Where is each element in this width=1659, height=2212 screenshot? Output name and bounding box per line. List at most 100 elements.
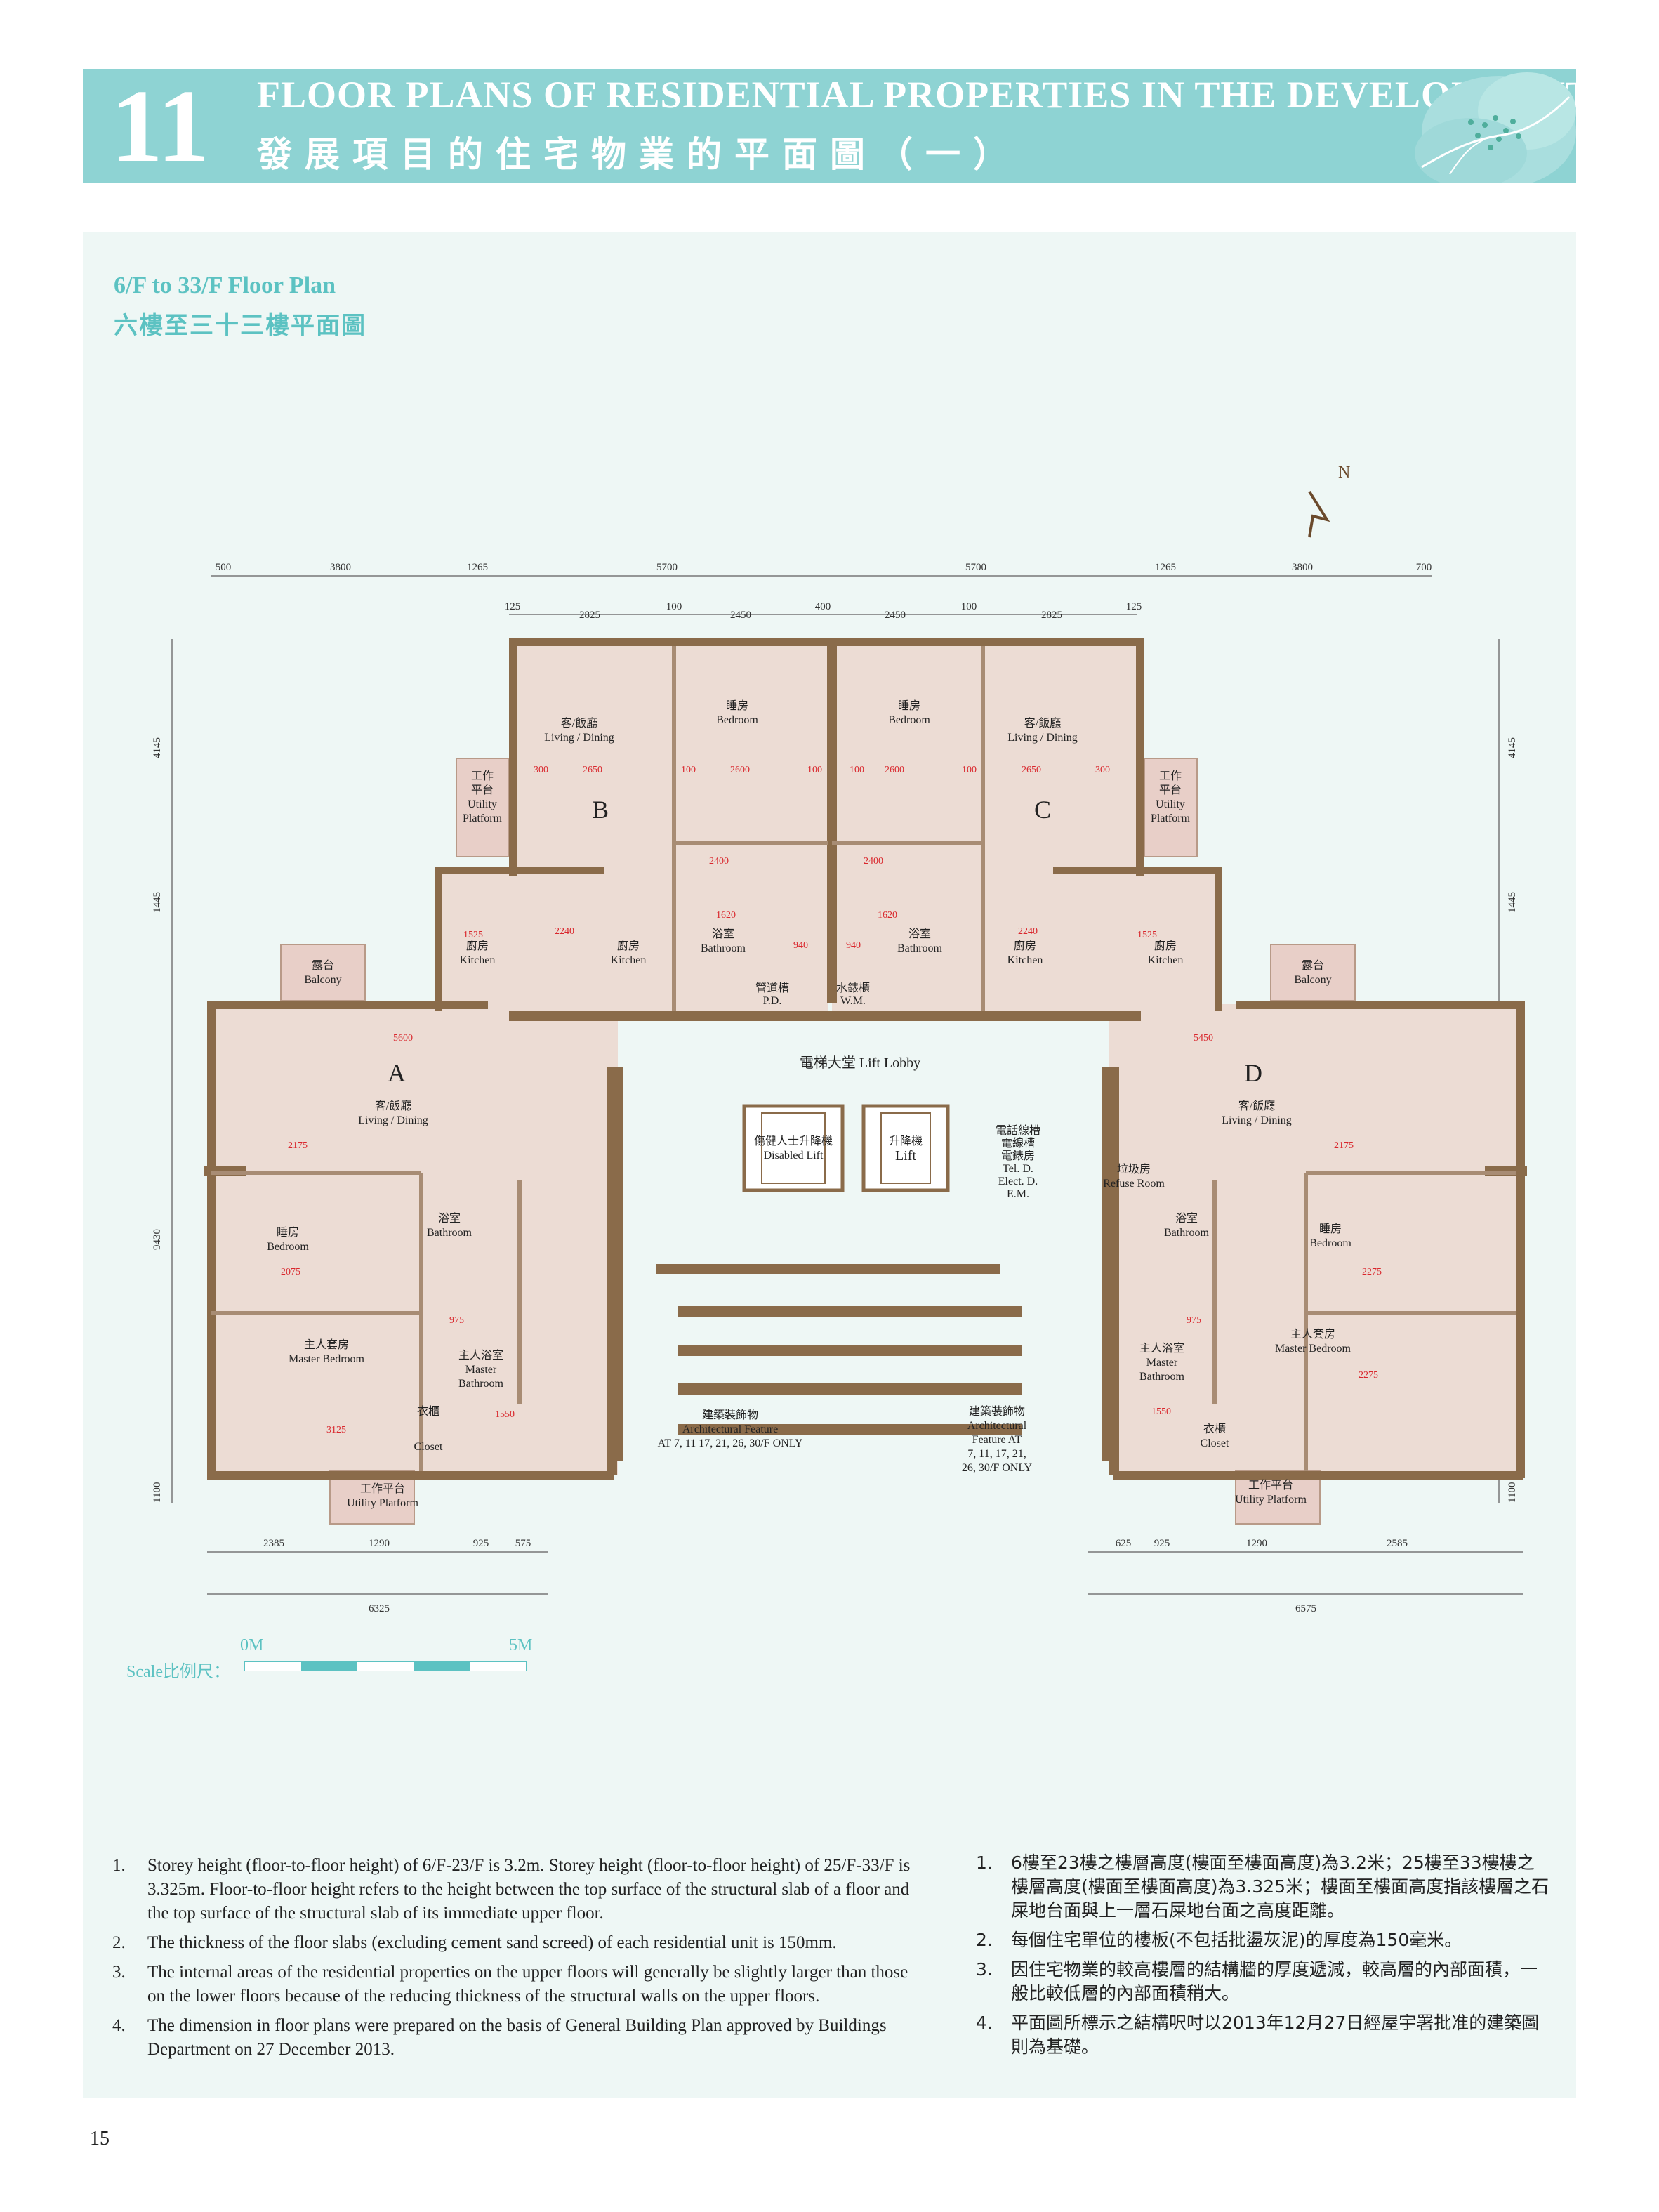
svg-text:940: 940 [846,940,861,951]
room-c-bedroom-zh: 睡房 [898,699,920,712]
disabled-lift-zh: 傷健人士升降機 [754,1135,833,1147]
dim-bottom-right-3: 1290 [1246,1538,1267,1549]
arch-feature-right-zh: 建築裝飾物 [969,1405,1025,1418]
room-a-living-zh: 客/飯廳 [375,1099,411,1112]
dim-top-6: 1265 [1155,562,1176,573]
dim-top-inner-2: 2825 [579,610,600,621]
dim-bottom-left-2: 1290 [369,1538,390,1549]
room-c-utility-en1: Utility [1156,798,1185,810]
room-d-closet-en: Closet [1201,1437,1229,1449]
room-b-bedroom-en: Bedroom [716,714,758,726]
dim-top-3: 1265 [467,562,488,573]
room-a-living-en: Living / Dining [358,1114,428,1126]
dim-top-inner-1: 125 [505,601,521,612]
room-d-living-zh: 客/飯廳 [1238,1099,1275,1112]
room-d-master-en: Master Bedroom [1275,1343,1351,1355]
dim-bottom-right-4: 2585 [1387,1538,1408,1549]
svg-text:975: 975 [449,1315,464,1326]
room-a-utility-zh: 工作平台 [360,1482,405,1495]
dim-top-2: 3800 [330,562,351,573]
room-b-living-en: Living / Dining [544,732,614,744]
room-d-balcony-zh: 露台 [1302,959,1324,972]
room-b-utility-en1: Utility [468,798,497,810]
room-c-bath-en: Bathroom [897,942,943,954]
section-banner: 11 FLOOR PLANS OF RESIDENTIAL PROPERTIES… [83,69,1576,183]
dim-top-7: 3800 [1292,562,1313,573]
room-d-bedroom-zh: 睡房 [1319,1223,1342,1235]
room-d-utility-zh: 工作平台 [1248,1479,1293,1492]
room-d-living-en: Living / Dining [1222,1114,1292,1126]
room-a-bedroom-en: Bedroom [267,1241,309,1253]
svg-text:1525: 1525 [1137,930,1157,940]
svg-text:5450: 5450 [1194,1033,1213,1044]
svg-text:2600: 2600 [885,765,904,775]
notes-zh: 1.6樓至23樓之樓層高度(樓面至樓面高度)為3.2米；25樓至33樓樓之樓層高… [976,1851,1552,2065]
note-en-1: 1.Storey height (floor-to-floor height) … [112,1856,911,1923]
room-a-bath-zh: 浴室 [438,1212,461,1225]
dim-bottom-right-2: 925 [1154,1538,1170,1549]
notes-en: 1.Storey height (floor-to-floor height) … [112,1854,920,2067]
scale-label: Scale比例尺： [126,1663,230,1681]
room-c-kitchen-en: Kitchen [1007,954,1043,966]
room-a-balcony-zh: 露台 [312,959,334,972]
arch-feature-right-en3: 7, 11, 17, 21, [967,1448,1026,1460]
dim-top-4: 5700 [656,562,678,573]
svg-text:2075: 2075 [281,1267,300,1277]
tel-duct-en2: Elect. D. [998,1176,1038,1187]
room-a-mbath-en2: Bathroom [458,1378,504,1390]
svg-text:940: 940 [793,940,808,951]
svg-text:100: 100 [681,765,696,775]
svg-text:1620: 1620 [878,910,897,921]
svg-text:2400: 2400 [709,856,729,867]
room-a-closet-en: Closet [414,1441,443,1453]
pipe-duct-zh: 管道槽 [755,982,789,994]
dim-bottom-left-1: 2385 [263,1538,284,1549]
tel-duct-en3: E.M. [1007,1188,1029,1200]
pipe-duct-en: P.D. [763,995,782,1007]
svg-text:300: 300 [534,765,548,775]
arch-feature-right-en4: 26, 30/F ONLY [962,1462,1033,1474]
dim-right-4: 1100 [1507,1482,1518,1503]
svg-text:2650: 2650 [1022,765,1041,775]
section-number: 11 [111,69,209,183]
arch-feature-left-en: Architectural Feature [682,1423,778,1435]
dim-top-inner-5: 400 [815,601,831,612]
room-a-kitchen-zh: 廚房 [466,939,489,952]
dim-left-4: 1100 [152,1482,163,1503]
dim-left-2: 1445 [152,892,163,913]
water-meter-zh: 水錶櫃 [836,982,870,994]
room-b-utility-zh2: 平台 [471,784,494,796]
scale-bar-graphic [244,1661,527,1671]
unit-label-c: C [1034,796,1051,824]
room-c-utility-zh2: 平台 [1159,784,1182,796]
dim-bottom-left-total: 6325 [369,1603,390,1614]
room-d-master-zh: 主人套房 [1290,1328,1335,1341]
dim-top-5: 5700 [965,562,986,573]
svg-text:2240: 2240 [555,926,574,937]
dim-top-inner-3: 100 [666,601,682,612]
dim-right-1: 4145 [1507,737,1518,758]
room-b-bedroom-zh: 睡房 [726,699,748,712]
svg-text:2400: 2400 [864,856,883,867]
room-c-kitchen-zh: 廚房 [1014,939,1036,952]
room-d-mbath-en1: Master [1146,1357,1178,1369]
plan-title-zh: 六樓至三十三樓平面圖 [114,312,366,340]
room-d-bath-zh: 浴室 [1175,1212,1198,1225]
room-b-kitchen-zh: 廚房 [617,939,640,952]
scale-bar: Scale比例尺： 0M 5M [126,1636,548,1681]
room-a-closet-zh: 衣櫃 [417,1405,439,1418]
dim-bottom-right-total: 6575 [1295,1603,1316,1614]
water-meter-en: W.M. [840,995,866,1007]
svg-text:975: 975 [1187,1315,1201,1326]
dim-bottom-left-3: 925 [473,1538,489,1549]
tel-duct-zh1: 電話線槽 [996,1124,1040,1137]
svg-text:3125: 3125 [326,1425,346,1435]
lift-lobby-label: 電梯大堂 Lift Lobby [800,1055,920,1071]
flower-decoration-icon [1415,72,1576,183]
svg-text:2275: 2275 [1359,1370,1378,1381]
room-d-closet-zh: 衣櫃 [1203,1423,1226,1435]
tel-duct-en1: Tel. D. [1003,1163,1033,1175]
room-c-bath-zh: 浴室 [908,928,931,940]
disabled-lift-en: Disabled Lift [764,1150,824,1161]
dim-left-3: 9430 [152,1229,163,1250]
